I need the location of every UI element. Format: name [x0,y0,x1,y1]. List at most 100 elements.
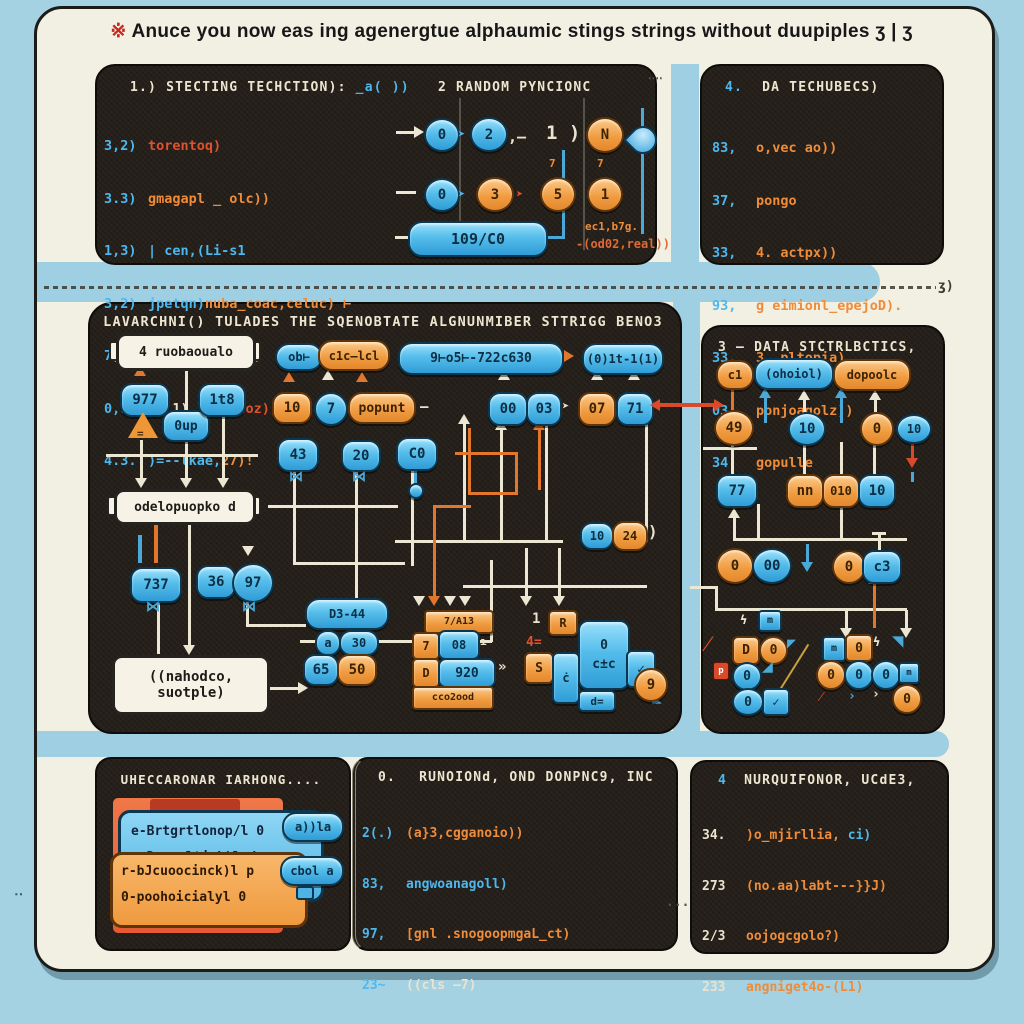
wire [803,400,806,412]
tick-mark [138,535,142,563]
wire [413,467,417,483]
wire-orange [468,492,518,495]
wire [293,470,296,565]
arrowhead [183,645,195,655]
code-text: g eimionl_epejoD). [756,297,903,314]
line-number: 3,2) [104,295,137,312]
line-number: 83, [712,140,737,156]
code-text: 27)! [221,453,254,469]
wire [395,236,409,239]
ds-node: 010 [822,474,860,508]
block: 0 [871,660,901,690]
title-suffix: ʒ | ʒ [875,21,913,42]
small-tab [296,886,314,900]
blue-band-bottom [37,731,949,757]
block: m [898,662,920,684]
flow-node: 3 [476,177,514,212]
code-line: 4.3.)=--lkae,27)! [104,453,351,474]
stray-dots: ‥‥ [648,69,663,82]
wire [905,610,908,628]
panel1-header-arg: _a( )) [355,80,410,95]
arrowhead [801,562,813,572]
ds-node: 0 [716,548,754,584]
flow-node: 7 [314,392,348,426]
panel1-header: 1.) STECTING TECHCTION): _a( )) [130,80,410,95]
box3-text: ((nahodco,suotple) [149,669,233,701]
arrowhead [728,508,740,518]
wire-orange [515,452,518,494]
small-arrow: ➤ [458,187,466,201]
code-text: gopulle [756,455,813,471]
wire [703,447,757,450]
code-line: 83, o,vec ao)) [712,140,902,161]
code-text: )o_mjirllia, [746,828,848,843]
flow-node: 36 [196,565,236,599]
wire [463,585,647,588]
panel7-header-text: NURQUIFONOR, UCdE3, [744,773,916,788]
flow-node: 0 [424,178,460,212]
slash-mark: ⁄ [820,689,823,705]
panel-da-techniques [700,64,944,265]
code-text: (a}3,cgganoio)) [406,826,524,841]
wire [222,416,225,482]
block: d= [578,690,616,712]
flow-node: 0 [424,118,460,152]
small-arrow: ➤ [562,399,570,413]
wire [490,560,493,642]
arrowhead [298,682,308,694]
line-number: 2/3 [702,929,726,944]
code-text: ((cls —7) [406,977,477,993]
arrowhead [591,370,603,380]
flow-node: 977 [120,383,170,417]
flow-pill: popunt [348,392,416,424]
arrowhead [714,399,724,411]
arrowhead [459,596,471,606]
wire [395,540,563,543]
block: 0 [816,660,846,690]
code-line: 93,g eimionl_epejoD). [712,298,902,319]
block: 0 [845,634,873,662]
code-text: pongo [756,192,797,209]
flow-node: 24 [612,521,648,551]
arrowhead [135,478,147,488]
flow-node: 71 [616,392,654,426]
wire [300,640,492,643]
wire [690,586,718,589]
arrow-text: » [498,659,507,675]
wire [757,504,760,540]
divider-end-mark: ʒ) [938,279,954,294]
arrowhead [900,628,912,638]
wedge-icon: ◤ [787,634,797,652]
panel2-header-text: DA TECHUBECS) [762,80,880,95]
flow-white-box-1: 4 ruobaoualo [116,333,256,371]
flow-node: 03 [526,392,562,426]
code-text: o,vec ao)) [756,140,838,156]
arrowhead [553,596,565,606]
divider-line [583,98,585,250]
wire [645,420,648,542]
flow-node: N [586,117,624,153]
blue-box-line1: e-Brtgrtlonop/l 0 [131,824,265,839]
block: 0 [892,684,922,714]
ds-node: 00 [752,548,792,584]
slash-mark: ⁄ [706,632,710,657]
wire [874,400,877,412]
line-number: 97, [362,927,386,942]
sup-mark: 7 [549,157,556,170]
ds-node: c3 [862,550,902,584]
flow-node: 737 [130,567,182,603]
wire-orange [538,430,541,490]
panel7-header: 4 NURQUIFONOR, UCdE3, [718,773,916,788]
arrowhead [413,596,425,606]
ds-pill: c1 [716,360,754,390]
sup-mark: 7 [597,157,604,170]
panel7-header-num: 4 [718,773,728,788]
code-text: angniget4o-(L1) [746,979,864,995]
flow-node: 10 [272,392,312,424]
tick-text: ı- [480,635,494,648]
code-text: oojogcgolo?) [746,929,840,944]
code-text: angwoanagoll) [406,876,508,892]
box3-line2: suotple) [157,685,225,701]
wire [733,538,907,541]
